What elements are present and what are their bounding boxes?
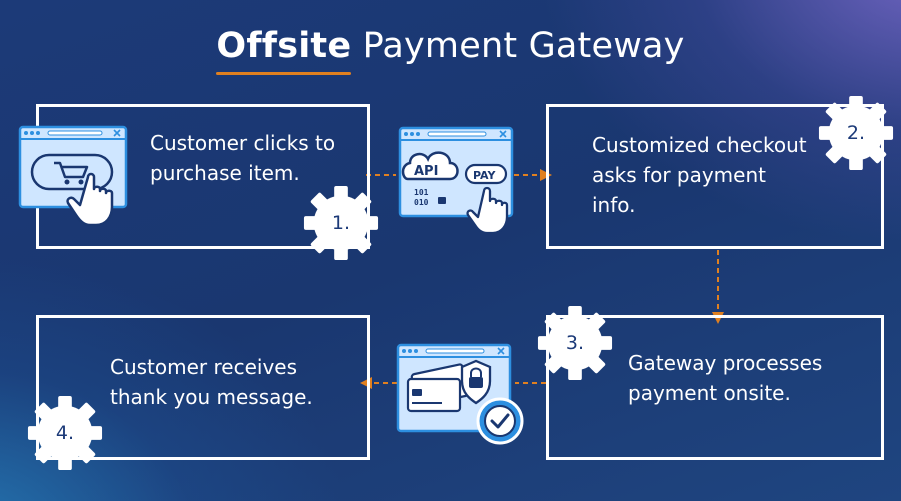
gear-icon — [818, 95, 894, 171]
api-label: API — [414, 164, 438, 179]
step-4-text: Customer receives thank you message. — [110, 355, 313, 409]
step-4-gear: 4. — [26, 394, 104, 472]
binary-bottom: 010 — [414, 198, 429, 207]
step-2-gear: 2. — [817, 94, 895, 172]
title-rest: Payment Gateway — [351, 26, 685, 66]
page-title: Offsite Payment Gateway — [0, 26, 901, 66]
step-3-number: 3. — [565, 332, 585, 354]
step-3-box — [546, 315, 884, 460]
binary-top: 101 — [414, 188, 429, 197]
api-pay-icon: API PAY 101 010 — [398, 125, 516, 240]
step-4-number: 4. — [55, 422, 75, 444]
step-3-text: Gateway processes payment onsite. — [628, 351, 823, 405]
title-emphasis: Offsite — [216, 26, 352, 66]
browser-cart-icon — [18, 125, 130, 237]
step-4-box — [36, 315, 370, 460]
secure-card-icon — [396, 343, 528, 449]
step-1-number: 1. — [331, 212, 351, 234]
gear-icon — [537, 305, 613, 381]
gear-icon — [27, 395, 103, 471]
step-1-gear: 1. — [302, 184, 380, 262]
step-3-gear: 3. — [536, 304, 614, 382]
step-2-text: Customized checkout asks for payment inf… — [592, 133, 807, 217]
step-2-box — [546, 104, 884, 249]
pay-label: PAY — [473, 169, 497, 182]
step-2-number: 2. — [846, 122, 866, 144]
gear-icon — [303, 185, 379, 261]
step-1-text: Customer clicks to purchase item. — [150, 131, 336, 185]
